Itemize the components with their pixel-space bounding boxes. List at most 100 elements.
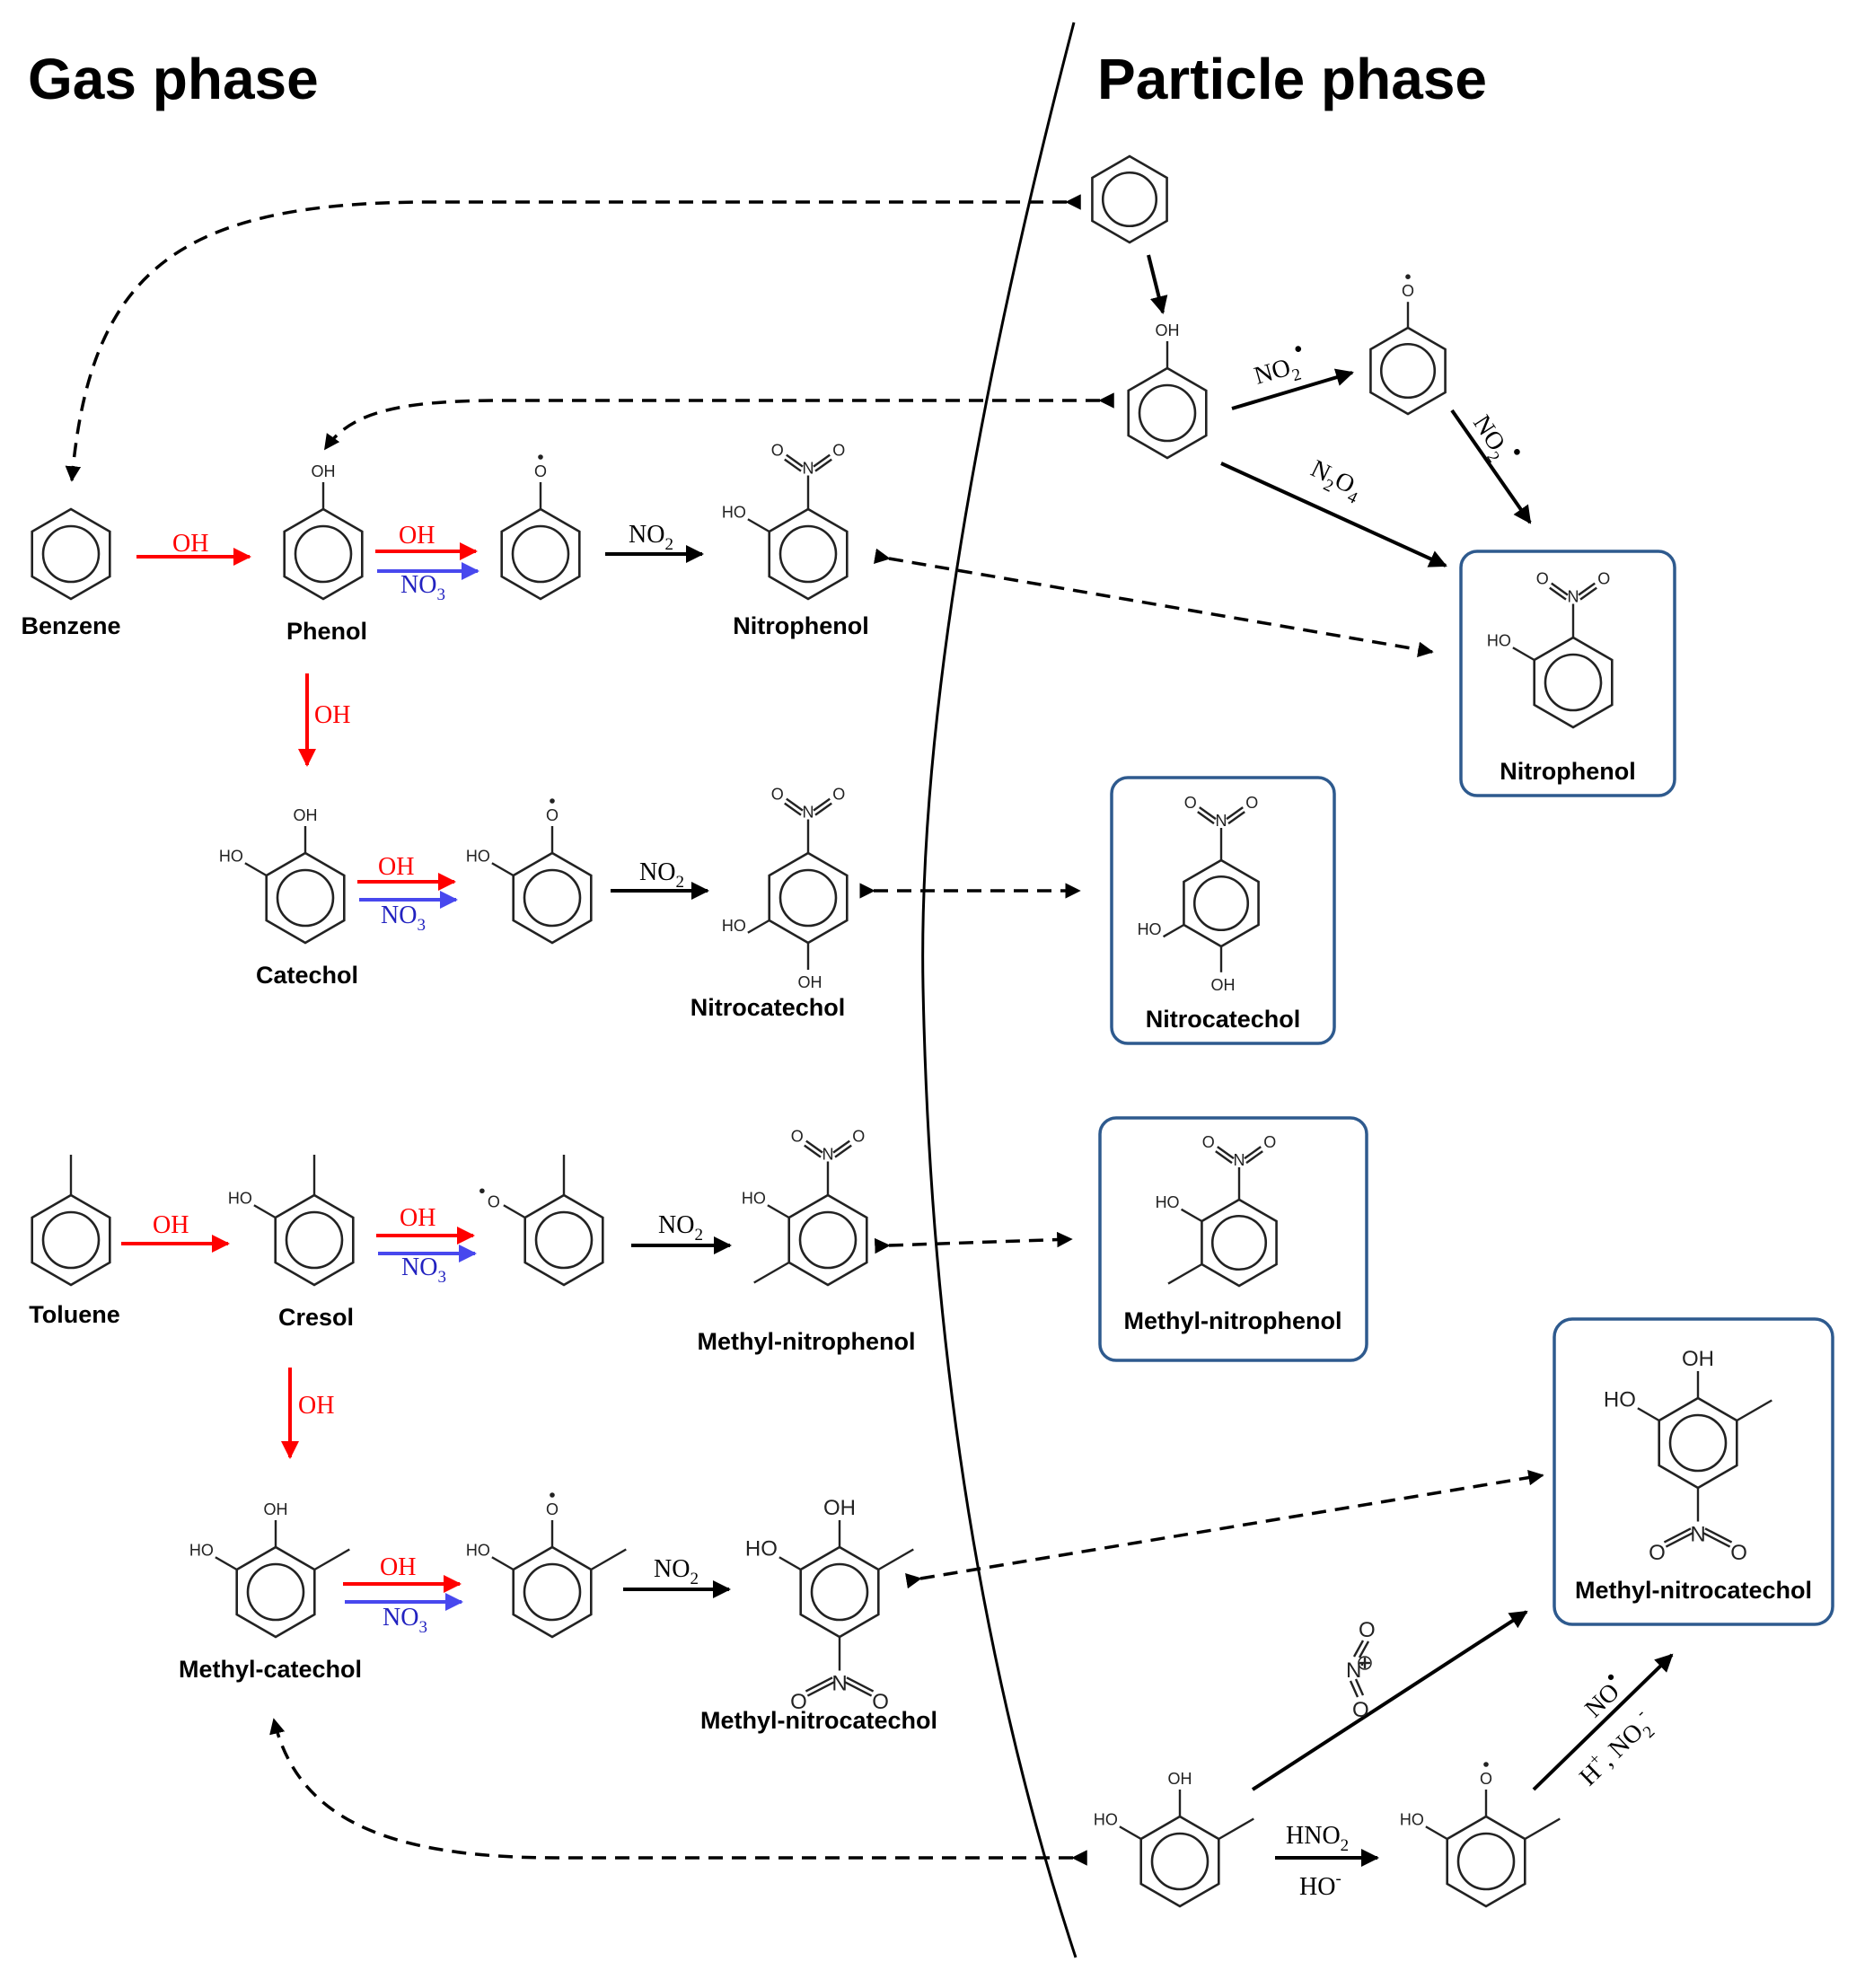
reagent-no3: NO3 xyxy=(401,1253,446,1287)
radical-dot xyxy=(550,1492,555,1498)
atom-label: O xyxy=(488,1192,500,1210)
atom-label: O xyxy=(1263,1133,1276,1151)
cresol-structure: HO xyxy=(228,1155,355,1287)
phenol-particle-structure: OH xyxy=(1127,321,1208,460)
radical-dot xyxy=(550,798,555,804)
arrow-phenoxy-to-nitrophenol-particle xyxy=(1450,409,1532,524)
atom-label: HO xyxy=(466,847,490,865)
cresol-radical-structure: O xyxy=(479,1155,604,1287)
box-methyl-nitrocatechol xyxy=(1553,1317,1834,1626)
reagent-no2: NO2 xyxy=(658,1211,703,1245)
atom-label: O xyxy=(832,785,845,803)
reagent-no2: NO2 xyxy=(629,521,673,554)
atom-label: HO xyxy=(219,847,243,865)
partitioning-arrows xyxy=(65,194,1544,1866)
atom-label: O xyxy=(790,1690,807,1714)
atom-label: O xyxy=(1202,1133,1215,1151)
nitronium-ion-label: O N O xyxy=(1346,1618,1376,1722)
atom-label: HO xyxy=(722,917,746,935)
dashed-arrow-nitrophenol xyxy=(873,548,1434,657)
label-methyl-nitrocatechol: Methyl-nitrocatechol xyxy=(700,1707,937,1734)
methyl-catechol-structure: OH HO xyxy=(189,1500,350,1639)
atom-label: O xyxy=(1597,569,1610,587)
atom-label: O xyxy=(872,1690,889,1714)
reagent-no2: NO2 xyxy=(654,1555,699,1588)
reagent-n2o4: N2O4 xyxy=(1304,454,1367,508)
atom-label: N xyxy=(822,1146,834,1164)
svg-text:O: O xyxy=(1352,1698,1369,1722)
phase-boundary-line xyxy=(921,22,1078,1958)
reagent-oh: OH xyxy=(298,1392,334,1420)
atom-label: N xyxy=(831,1672,847,1696)
label-toluene: Toluene xyxy=(29,1301,120,1328)
atom-label: HO xyxy=(1400,1810,1424,1828)
radical-dot xyxy=(479,1188,485,1194)
atom-label: OH xyxy=(1211,976,1236,994)
box-label-methyl-nitrophenol: Methyl-nitrophenol xyxy=(1124,1307,1342,1334)
radical-dot xyxy=(1483,1762,1489,1767)
label-nitrocatechol: Nitrocatechol xyxy=(691,994,846,1021)
atom-label: O xyxy=(1245,794,1258,812)
reagent-oh: OH xyxy=(399,522,435,550)
atom-label: O xyxy=(1649,1541,1666,1565)
label-catechol: Catechol xyxy=(256,962,358,989)
label-methyl-nitrophenol: Methyl-nitrophenol xyxy=(698,1328,916,1355)
benzene-particle-structure xyxy=(1091,154,1168,244)
atom-label: OH xyxy=(1168,1770,1192,1788)
box-methyl-nitrophenol xyxy=(1098,1116,1368,1362)
atom-label: HO xyxy=(228,1189,252,1207)
reagent-no2: NO2 xyxy=(639,858,684,892)
reagent-no3: NO3 xyxy=(381,902,426,935)
reagent-oh: OH xyxy=(378,853,414,881)
particle-phase-arrows xyxy=(1147,254,1674,1867)
atom-label: HO xyxy=(466,1541,490,1559)
atom-label: OH xyxy=(312,462,336,480)
svg-text:N: N xyxy=(1346,1658,1361,1683)
atom-label: HO xyxy=(745,1536,778,1561)
atom-label: N xyxy=(1690,1523,1705,1547)
atom-label: O xyxy=(534,462,547,480)
atom-label: HO xyxy=(1156,1193,1180,1211)
benzene-structure xyxy=(31,507,111,601)
dashed-arrow-methyl-nitrophenol xyxy=(874,1231,1073,1254)
atom-label: OH xyxy=(294,806,318,824)
catechol-structure: OH HO xyxy=(219,806,346,945)
arrow-phenol-to-phenoxy-particle xyxy=(1231,368,1354,410)
atom-label: O xyxy=(1730,1541,1747,1565)
reagent-no-radical: NO• xyxy=(1573,1665,1632,1723)
dashed-arrow-phenol xyxy=(323,392,1114,451)
atom-label: OH xyxy=(264,1500,288,1518)
dashed-arrow-methyl-catechol xyxy=(269,1718,1087,1866)
reagent-oh: OH xyxy=(153,1211,189,1239)
dashed-arrow-methyl-nitrocatechol xyxy=(905,1469,1544,1589)
atom-label: O xyxy=(771,785,784,803)
atom-label: HO xyxy=(1604,1387,1636,1412)
arrow-methylcatechol-to-nitrocatechol-nitronium xyxy=(1251,1610,1528,1791)
reagent-hno2: HNO2 xyxy=(1286,1822,1349,1855)
reagent-ho-minus: HO- xyxy=(1299,1869,1341,1901)
particle-phase-title: Particle phase xyxy=(1097,47,1487,111)
phenoxy-particle-structure: O xyxy=(1369,274,1447,416)
atom-label: N xyxy=(1568,588,1579,606)
label-benzene: Benzene xyxy=(21,612,120,639)
atom-label: HO xyxy=(1138,920,1162,938)
reagent-no3: NO3 xyxy=(383,1604,427,1637)
atom-label: O xyxy=(852,1127,865,1145)
label-nitrophenol: Nitrophenol xyxy=(733,612,868,639)
box-label-nitrocatechol: Nitrocatechol xyxy=(1146,1006,1301,1033)
atom-label: HO xyxy=(1094,1810,1118,1828)
atom-label: O xyxy=(771,441,784,459)
atom-label: HO xyxy=(189,1541,214,1559)
atom-label: O xyxy=(546,1500,559,1518)
box-nitrocatechol xyxy=(1110,776,1336,1045)
arrow-phenol-to-nitrophenol-n2o4 xyxy=(1220,462,1447,567)
label-phenol: Phenol xyxy=(286,618,367,645)
catechol-radical-structure: OHO xyxy=(466,798,593,945)
